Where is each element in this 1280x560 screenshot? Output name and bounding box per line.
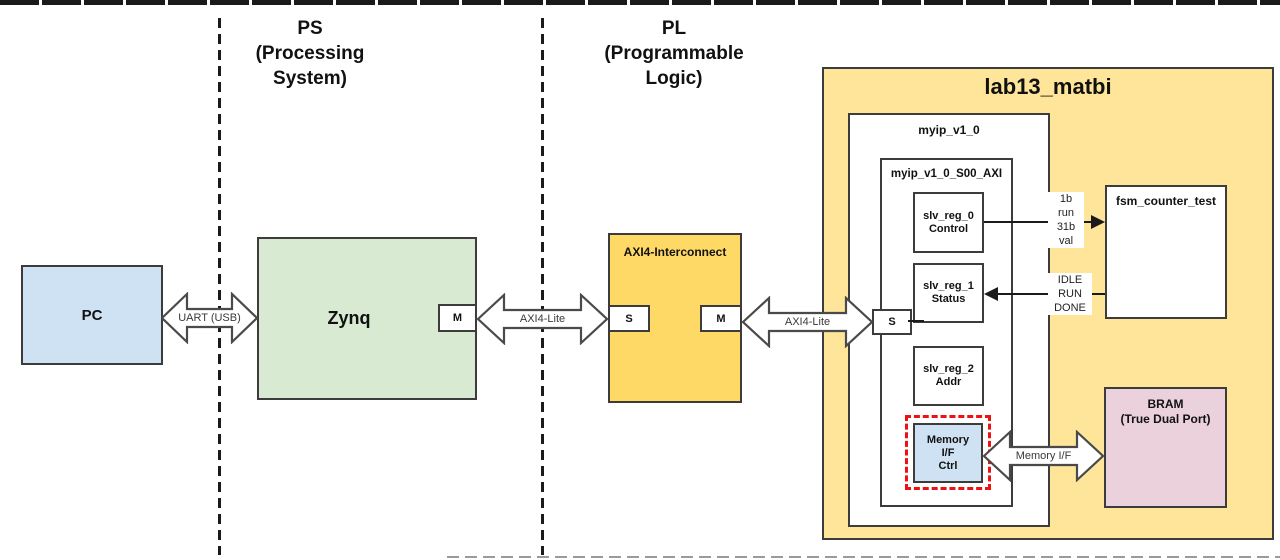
slv-reg-1-block: slv_reg_1 Status	[913, 263, 984, 323]
zynq-label: Zynq	[327, 308, 371, 328]
top-dashed-border	[0, 0, 1280, 5]
ps-region-header: PS (Processing System)	[210, 16, 410, 91]
slv-reg-0-role: Control	[928, 222, 969, 235]
memory-if-ctrl-line1: Memory	[926, 433, 970, 446]
ip-slave-port-label: S	[888, 316, 896, 328]
pl-region-header: PL (Programmable Logic)	[574, 16, 774, 91]
slv-reg-2-name: slv_reg_2	[923, 363, 974, 375]
control-to-fsm-line	[984, 221, 1093, 223]
control-signal-label: 1b run 31b val	[1048, 192, 1084, 248]
ps-header-line1: PS	[297, 18, 323, 39]
ps-header-line2: (Processing	[255, 43, 365, 64]
control-to-fsm-arrowhead	[1091, 215, 1105, 229]
zynq-master-port: M	[438, 304, 477, 332]
axi-lite-arrow-2-shape	[742, 296, 873, 348]
bram-label-wrap: BRAM (True Dual Port)	[1106, 389, 1225, 427]
axi4-interconnect-label: AXI4-Interconnect	[623, 245, 727, 259]
slv-reg-0-block: slv_reg_0 Control	[913, 192, 984, 253]
myip-v1-0-s00-axi-label: myip_v1_0_S00_AXI	[890, 168, 1003, 180]
divider-ps-pl	[541, 18, 544, 555]
memory-if-ctrl-block: Memory I/F Ctrl	[913, 423, 983, 483]
status-signal-line1: IDLE	[1057, 274, 1083, 286]
slv-reg-1-role: Status	[931, 293, 966, 305]
slv-reg-0-name: slv_reg_0	[923, 209, 974, 222]
ps-header-line3: System)	[273, 68, 347, 89]
interconnect-slave-port-label: S	[625, 312, 633, 325]
myip-v1-0-label: myip_v1_0	[918, 123, 980, 137]
interconnect-master-port: M	[700, 305, 742, 332]
control-signal-line1: 1b	[1059, 193, 1073, 205]
pl-header-line3: Logic)	[645, 68, 703, 89]
pc-block: PC	[21, 265, 163, 365]
status-signal-label: IDLE RUN DONE	[1048, 273, 1092, 315]
control-signal-line4: val	[1058, 235, 1074, 247]
ip-slave-port: S	[872, 309, 912, 335]
divider-pc-ps	[218, 18, 221, 555]
fsm-counter-test-label: fsm_counter_test	[1115, 194, 1217, 208]
status-signal-line2: RUN	[1058, 288, 1082, 300]
axi-lite-arrow-1-shape	[477, 293, 608, 345]
zynq-master-port-label: M	[452, 312, 463, 324]
status-signal-line3: DONE	[1054, 302, 1086, 314]
memory-if-ctrl-highlight	[905, 415, 991, 490]
pc-label: PC	[81, 306, 103, 324]
bram-label-line2: (True Dual Port)	[1120, 412, 1211, 426]
slv-reg-2-role: Addr	[935, 376, 962, 388]
fsm-counter-test-block: fsm_counter_test	[1105, 185, 1227, 319]
memory-if-arrow-shape	[983, 430, 1104, 482]
interconnect-slave-port: S	[608, 305, 650, 332]
slv-reg-1-name: slv_reg_1	[923, 280, 974, 292]
memory-if-ctrl-line3: Ctrl	[938, 459, 958, 472]
memory-if-ctrl-line2: I/F	[941, 446, 955, 459]
bram-label-line1: BRAM	[1147, 397, 1184, 411]
lab13-matbi-title: lab13_matbi	[984, 74, 1112, 99]
bram-block: BRAM (True Dual Port)	[1104, 387, 1227, 508]
bottom-dashed-border	[447, 556, 1280, 558]
uart-arrow-shape	[161, 292, 258, 344]
interconnect-master-port-label: M	[716, 312, 726, 325]
fsm-to-status-arrowhead	[984, 287, 998, 301]
s-port-connector-line	[908, 320, 924, 322]
slv-reg-2-block: slv_reg_2 Addr	[913, 346, 984, 406]
pl-header-line2: (Programmable	[604, 43, 744, 64]
control-signal-line2: run	[1058, 207, 1074, 219]
control-signal-line3: 31b	[1056, 221, 1076, 233]
pl-header-line1: PL	[661, 18, 687, 39]
